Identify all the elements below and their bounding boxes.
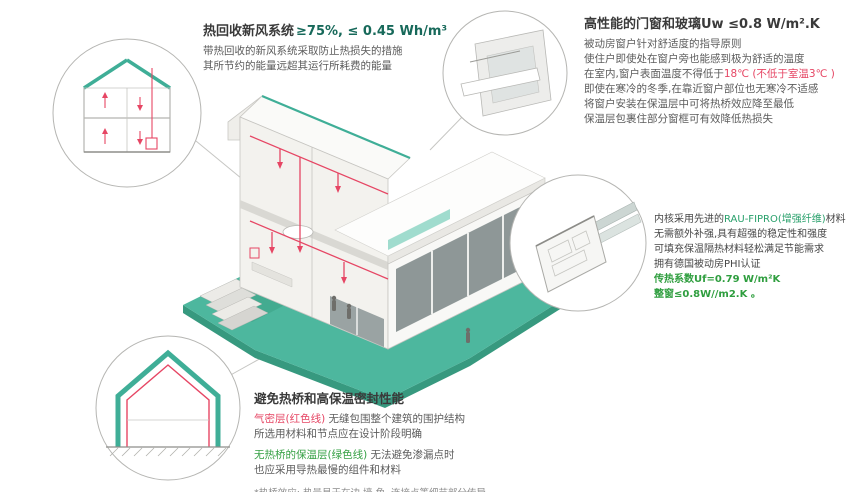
- windows-note-line: 将窗户安装在保温层中可将热桥效应降至最低: [584, 98, 794, 110]
- windows-note-line: 即使在寒冷的冬季,在靠近窗户部位也无寒冷不适感: [584, 83, 819, 95]
- profile-uf-value: 传热系数Uf=0.79 W/m²K: [654, 274, 781, 285]
- ventilation-title-text: 热回收新风系统: [203, 24, 295, 39]
- connector-insulation: [226, 356, 264, 378]
- people-figures: [331, 295, 471, 343]
- ventilation-note-line: 带热回收的新风系统采取防止热损失的措施: [203, 45, 403, 57]
- roof-insulation-line: [261, 94, 411, 160]
- ventilation-title-value: ≥75%, ≤ 0.45 Wh/m³: [296, 24, 448, 39]
- section-air-ducts: [104, 68, 153, 144]
- connector-ventilation: [195, 140, 248, 184]
- thermal-note-line: 也应采用导热最慢的组件和材料: [254, 464, 401, 476]
- profile-note-line: 拥有德国被动房PHI认证: [654, 259, 761, 270]
- annotation-ventilation: 热回收新风系统≥75%, ≤ 0.45 Wh/m³ 带热回收的新风系统采取防止热…: [203, 20, 473, 74]
- section-air-arrows: [102, 92, 143, 145]
- section-roof-insulation: [83, 58, 128, 90]
- profile-chambers: [547, 230, 591, 277]
- callout-insulation: [95, 335, 241, 481]
- callout-ventilation: [52, 38, 202, 188]
- ventilation-note-line: 其所节约的能量远超其运行所耗费的能量: [203, 60, 392, 72]
- thermal-note-text: 无缝包围整个建筑的围护结构: [325, 413, 466, 425]
- ventilation-ducts: [249, 135, 389, 280]
- balcony-glass: [388, 209, 450, 250]
- corner-joint: [469, 50, 521, 63]
- insulation-layer-label: 无热桥的保温层(绿色线): [254, 449, 368, 461]
- profile-note-line: 无需额外补强,具有超强的稳定性和强度: [654, 229, 828, 240]
- heat-recovery-unit: [249, 247, 260, 259]
- ventilation-title: 热回收新风系统≥75%, ≤ 0.45 Wh/m³: [203, 20, 473, 39]
- ventilation-body: 带热回收的新风系统采取防止热损失的措施 其所节约的能量远超其运行所耗费的能量: [203, 44, 473, 74]
- stairs: [199, 278, 269, 331]
- profile-material-highlight: RAU-FIPRO(增强纤维): [724, 214, 826, 225]
- bathtub: [282, 225, 314, 239]
- annotation-profile: 内核采用先进的RAU-FIPRO(增强纤维)材料 无需额外补强,具有超强的稳定性…: [654, 212, 864, 302]
- profile-note-line: 内核采用先进的RAU-FIPRO(增强纤维)材料: [654, 212, 864, 227]
- kitchen-counter: [251, 261, 293, 288]
- annotation-thermal: 避免热桥和高保温密封性能 气密层(红色线) 无缝包围整个建筑的围护结构 所选用材…: [254, 388, 594, 492]
- mid-floor-slab: [240, 200, 388, 270]
- windows-note-line: 使住户即使处在窗户旁也能感到极为舒适的温度: [584, 53, 805, 65]
- thermal-note-line: 气密层(红色线) 无缝包围整个建筑的围护结构: [254, 412, 594, 427]
- thermal-body: 气密层(红色线) 无缝包围整个建筑的围护结构 所选用材料和节点应在设计阶段明确 …: [254, 412, 594, 478]
- ground-side: [183, 298, 565, 408]
- thermal-title: 避免热桥和高保温密封性能: [254, 391, 405, 406]
- windows-note-line: 被动房窗户针对舒适度的指导原则: [584, 38, 742, 50]
- windows-note-line: 在室内,窗户表面温度不得低于18℃ (不低于室温3℃ ): [584, 67, 860, 82]
- thermal-note-line: 无热桥的保温层(绿色线) 无法避免渗漏点时: [254, 448, 594, 463]
- corner-sash: [460, 67, 541, 97]
- flat-roof: [334, 151, 546, 257]
- connector-window-corner: [429, 112, 467, 151]
- callout-window-profile: [509, 174, 647, 312]
- annotation-windows: 高性能的门窗和玻璃Uw ≤0.8 W/m².K 被动房窗户针对舒适度的指导原则 …: [584, 13, 860, 127]
- profile-material-text: 材料: [825, 214, 846, 225]
- ground-hatch: [109, 447, 227, 457]
- profile-gasket: [535, 215, 595, 247]
- profile-note-line: 可填充保温隔热材料轻松满足节能需求: [654, 244, 824, 255]
- callout-window-corner: [442, 10, 568, 136]
- profile-uw-value: 整窗≤0.8W//m2.K 。: [654, 289, 761, 300]
- thermal-note-line: 所选用材料和节点应在设计阶段明确: [254, 428, 422, 440]
- windows-temp-text: 在室内,窗户表面温度不得低于: [584, 68, 724, 80]
- section-roof-insulation: [126, 58, 171, 90]
- airtight-layer-red: [126, 364, 210, 447]
- profile-material-text: 内核采用先进的: [654, 214, 724, 225]
- thermal-note-text: 无法避免渗漏点时: [367, 449, 455, 461]
- duct-arrows: [269, 162, 347, 284]
- house-illustration: [227, 94, 546, 350]
- windows-note-line: 保温层包裹住部分窗框可有效降低热损失: [584, 113, 773, 125]
- section-heat-unit: [145, 137, 158, 150]
- windows-title: 高性能的门窗和玻璃Uw ≤0.8 W/m².K: [584, 17, 820, 32]
- windows-body: 被动房窗户针对舒适度的指导原则 使住户即使处在窗户旁也能感到极为舒适的温度 在室…: [584, 37, 860, 127]
- thermal-footnote: *热桥效应: 热量易于在边.墙.角, 连接点等细节部分传导: [254, 485, 594, 492]
- insulation-layer-green: [115, 349, 221, 447]
- windows-temp-highlight: 18℃ (不低于室温3℃ ): [723, 68, 835, 80]
- airtight-layer-label: 气密层(红色线): [254, 413, 326, 425]
